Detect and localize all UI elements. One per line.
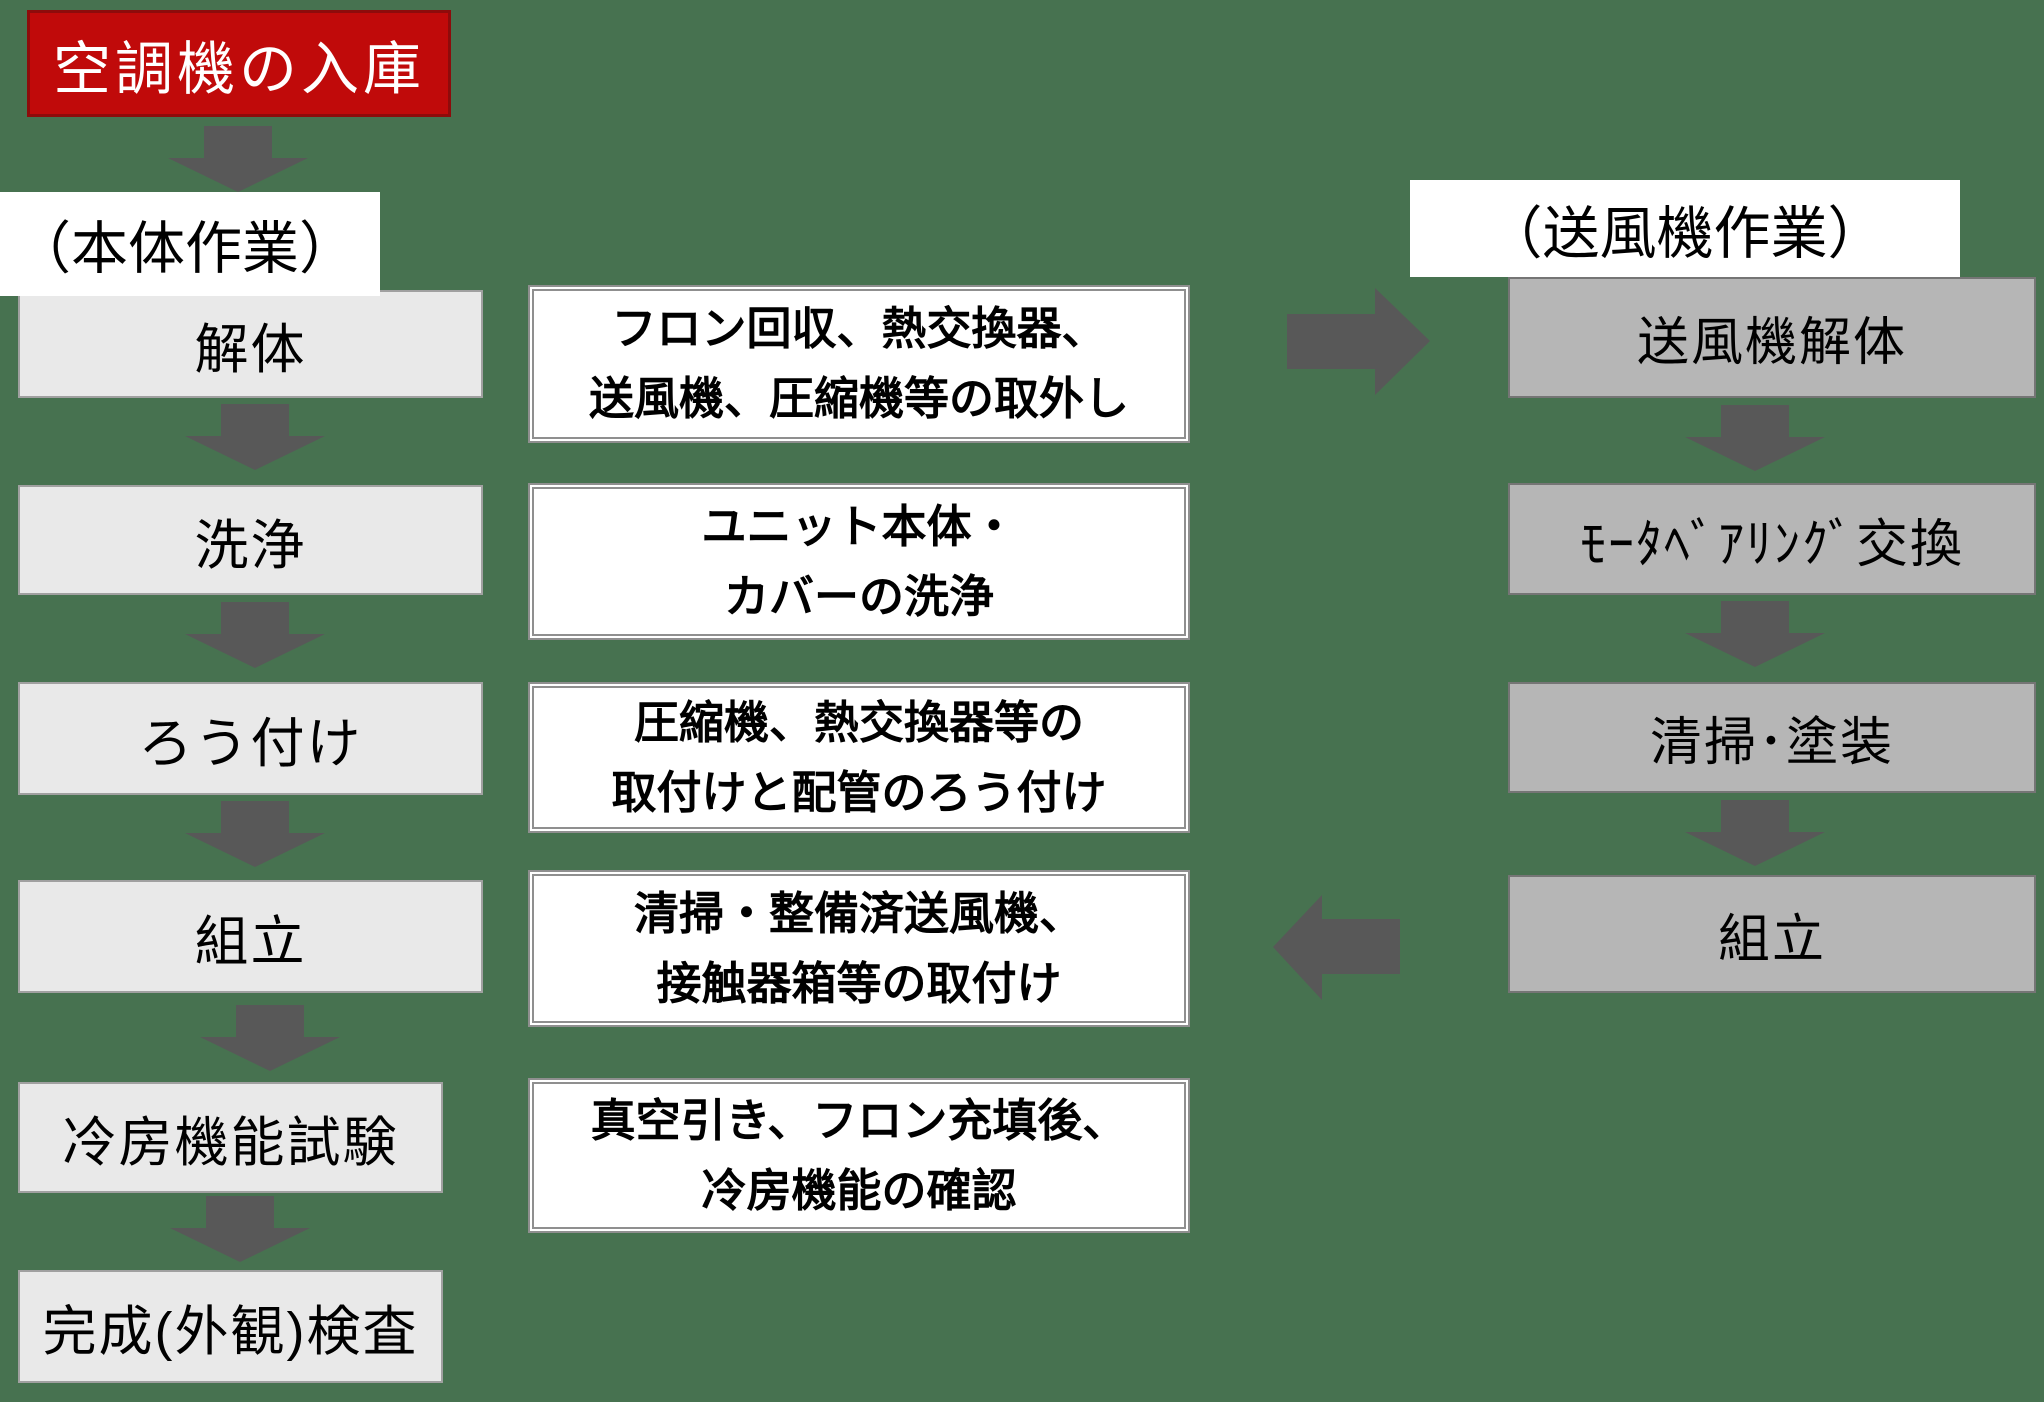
left-step-box: 組立 [18, 880, 483, 993]
description-line: 接触器箱等の取付け [656, 957, 1062, 1009]
right-step-label: 清掃･塗装 [1649, 714, 1894, 772]
description-line: 取付けと配管のろう付け [611, 766, 1107, 818]
description-line: フロン回収、熱交換器、 [611, 303, 1107, 355]
description-box: 真空引き、フロン充填後、 冷房機能の確認 [528, 1078, 1190, 1233]
left-step-box: 解体 [18, 290, 483, 398]
right-step-box: 送風機解体 [1508, 277, 2036, 398]
left-step-box: 冷房機能試験 [18, 1082, 443, 1193]
right-step-box: 組立 [1508, 875, 2036, 993]
down-arrow-icon [185, 404, 325, 470]
down-arrow-icon [168, 126, 308, 192]
down-arrow-icon [200, 1005, 340, 1071]
down-arrow-icon [1685, 800, 1825, 866]
left-arrow-icon [1273, 895, 1400, 1000]
description-line: 真空引き、フロン充填後、 [590, 1094, 1128, 1146]
description-box: 圧縮機、熱交換器等の 取付けと配管のろう付け [528, 682, 1190, 833]
left-step-label: 冷房機能試験 [62, 1113, 399, 1173]
down-arrow-icon [185, 801, 325, 867]
description-line: カバーの洗浄 [723, 570, 994, 622]
down-arrow-icon [185, 602, 325, 668]
description-line: ユニット本体・ [701, 500, 1017, 552]
start-box: 空調機の入庫 [27, 10, 451, 117]
right-step-box: ﾓｰﾀﾍﾞｱﾘﾝｸﾞ交換 [1508, 483, 2036, 595]
left-column-header: （本体作業） [0, 192, 380, 296]
right-column-header-label: （送風機作業） [1485, 201, 1885, 266]
description-box: ユニット本体・ カバーの洗浄 [528, 483, 1190, 640]
left-step-label: 洗浄 [194, 515, 307, 576]
right-step-box: 清掃･塗装 [1508, 682, 2036, 793]
description-line: 清掃・整備済送風機、 [633, 887, 1084, 939]
down-arrow-icon [1685, 405, 1825, 471]
left-step-box: ろう付け [18, 682, 483, 795]
description-line: 送風機、圧縮機等の取外し [588, 373, 1129, 424]
left-step-label: ろう付け [138, 714, 363, 774]
left-step-label: 解体 [194, 319, 307, 380]
left-step-label: 完成(外観)検査 [42, 1302, 419, 1362]
right-step-label: 送風機解体 [1636, 314, 1907, 372]
left-column-header-label: （本体作業） [14, 217, 356, 281]
description-line: 冷房機能の確認 [701, 1164, 1017, 1216]
description-line: 圧縮機、熱交換器等の [633, 696, 1084, 748]
down-arrow-icon [1685, 601, 1825, 667]
right-column-header: （送風機作業） [1410, 180, 1960, 277]
description-box: フロン回収、熱交換器、 送風機、圧縮機等の取外し [528, 285, 1190, 443]
down-arrow-icon [170, 1196, 310, 1262]
right-step-label: 組立 [1717, 910, 1826, 969]
left-step-box: 洗浄 [18, 485, 483, 595]
right-step-label: ﾓｰﾀﾍﾞｱﾘﾝｸﾞ交換 [1579, 515, 1964, 574]
left-step-box: 完成(外観)検査 [18, 1270, 443, 1383]
description-box: 清掃・整備済送風機、 接触器箱等の取付け [528, 870, 1190, 1027]
start-box-label: 空調機の入庫 [52, 36, 425, 102]
left-step-label: 組立 [194, 912, 307, 972]
right-arrow-icon [1287, 288, 1430, 395]
